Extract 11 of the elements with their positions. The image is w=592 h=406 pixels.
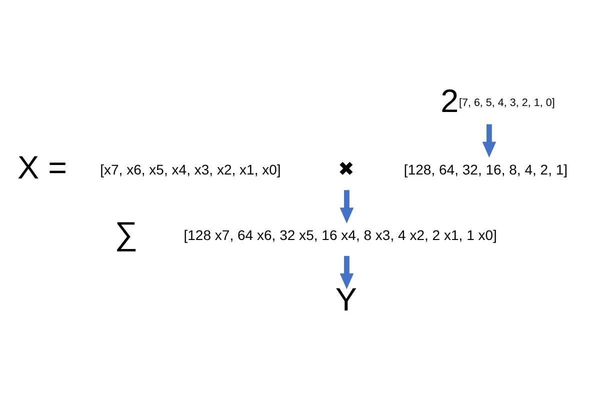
node-text: ✖ [338,158,354,180]
arrow [482,124,496,158]
node-text: [128, 64, 32, 16, 8, 4, 2, 1] [404,160,568,177]
node-text: [x7, x6, x5, x4, x3, x2, x1, x0] [100,160,281,177]
arrow [340,190,354,223]
node-text: [128 x7, 64 x6, 32 x5, 16 x4, 8 x3, 4 x2, 2 x1, 1 x0] [184,226,497,243]
node-text: Y [335,280,357,317]
node-text: 2$^{[7, 6, 5, 4, 3, 2, 1, 0]}$ [440,82,555,118]
label: ∑ [114,215,138,252]
label: X = [18,149,68,186]
arrow [340,255,354,289]
